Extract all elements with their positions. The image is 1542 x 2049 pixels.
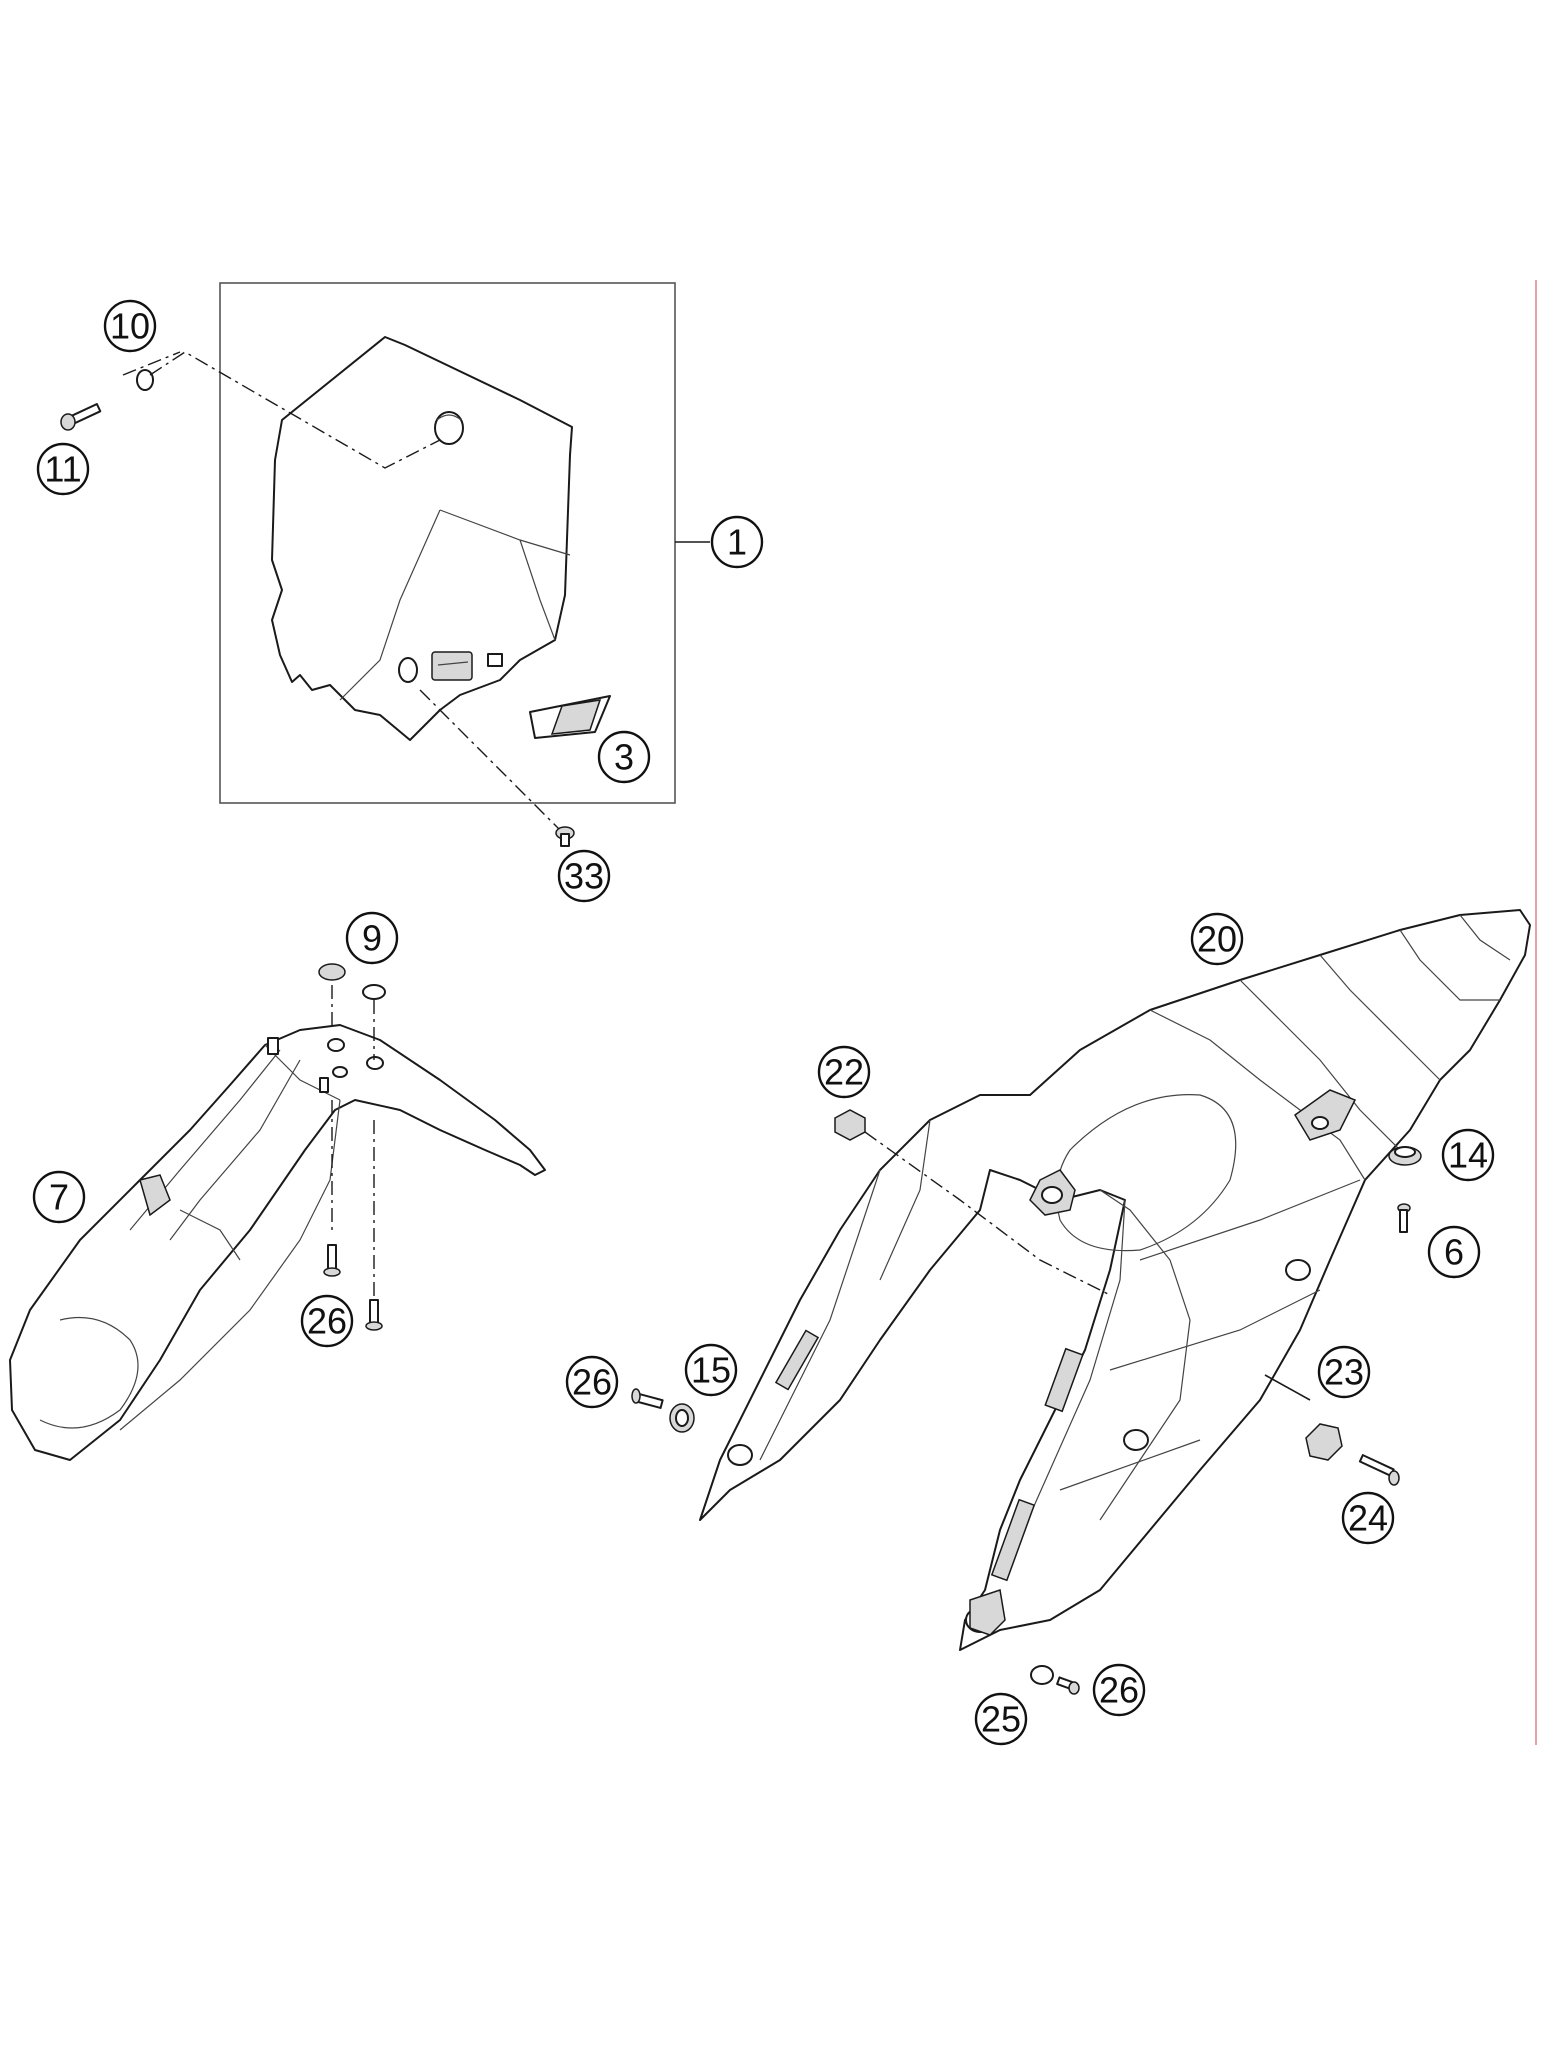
callout-1: 1 [710, 515, 764, 569]
callout-11: 11 [36, 442, 90, 496]
washer-10-icon [136, 351, 441, 469]
callout-9: 9 [345, 911, 399, 965]
washer-25-icon [1030, 1665, 1054, 1685]
callout-7: 7 [32, 1170, 86, 1224]
callout-24: 24 [1341, 1491, 1395, 1545]
screw-33-icon [419, 689, 575, 847]
screw-11-icon [60, 351, 181, 431]
callout-10: 10 [103, 299, 157, 353]
callout-23: 23 [1317, 1345, 1371, 1399]
plate-clip-icon [431, 651, 473, 681]
callout-3: 3 [597, 730, 651, 784]
plate-small-tab-icon [487, 653, 503, 667]
callout-23-label: 23 [1324, 1352, 1364, 1393]
callout-24-label: 24 [1348, 1498, 1388, 1539]
callout-14: 14 [1441, 1128, 1495, 1182]
callout-33: 33 [557, 849, 611, 903]
callout-11-label: 11 [44, 449, 81, 490]
bolt-26-side-icon [631, 1388, 664, 1409]
callout-20-label: 20 [1197, 919, 1237, 960]
grommet-15-icon [669, 1403, 695, 1433]
callout-26-rear: 26 [1092, 1663, 1146, 1717]
callout-25: 25 [974, 1692, 1028, 1746]
callout-22: 22 [817, 1045, 871, 1099]
callout-25-label: 25 [981, 1699, 1021, 1740]
plate-bolt-hole-icon [398, 657, 418, 683]
number-plate-group-box [219, 282, 676, 804]
nut-22-icon [834, 1109, 1111, 1296]
callout-1-label: 1 [727, 522, 747, 563]
bolt-26-rear-icon [1056, 1676, 1080, 1695]
callout-20: 20 [1190, 912, 1244, 966]
callout-6: 6 [1427, 1225, 1481, 1279]
callout-26-side-label: 26 [572, 1362, 612, 1403]
washer-9-icon [318, 963, 386, 1060]
grommet-14-icon [1388, 1146, 1422, 1166]
front-fender-drawing [9, 1024, 546, 1461]
bolt-24-icon [1358, 1454, 1400, 1486]
callout-9-label: 9 [362, 918, 382, 959]
callout-26-side: 26 [565, 1355, 619, 1409]
callout-7-label: 7 [49, 1177, 69, 1218]
callout-26-fender-label: 26 [307, 1301, 347, 1342]
callout-22-label: 22 [824, 1052, 864, 1093]
bolt-26-fender-icon [323, 1100, 383, 1331]
callout-26-rear-label: 26 [1099, 1670, 1139, 1711]
callout-15-label: 15 [691, 1350, 731, 1391]
callout-6-label: 6 [1444, 1232, 1464, 1273]
decal-drawing [529, 695, 611, 739]
rear-fender-drawing [699, 909, 1531, 1651]
callout-3-label: 3 [614, 737, 634, 778]
callout-15: 15 [684, 1343, 738, 1397]
callout-14-label: 14 [1448, 1135, 1488, 1176]
callout-33-label: 33 [564, 856, 604, 897]
nut-23-icon [1264, 1374, 1343, 1461]
callout-10-label: 10 [110, 306, 150, 347]
callout-26-fender: 26 [300, 1294, 354, 1348]
number-plate-drawing [271, 336, 573, 741]
plate-hole-icon [434, 411, 464, 445]
bolt-6-icon [1397, 1203, 1411, 1233]
